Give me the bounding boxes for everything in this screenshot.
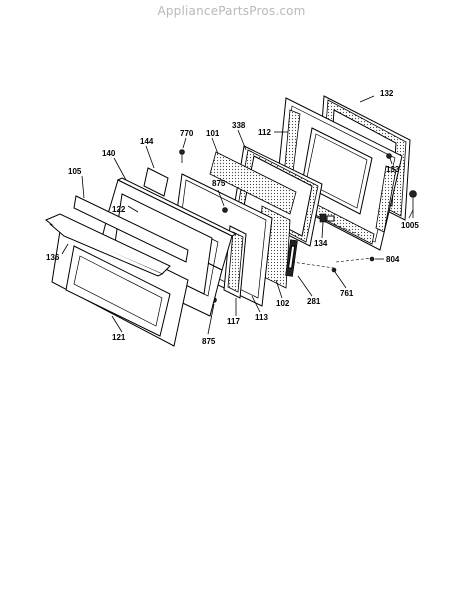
callout-875-bottom: 875 [202, 337, 216, 346]
part-804-screw [369, 256, 375, 262]
part-770-screw [179, 149, 185, 163]
callout-281: 281 [307, 297, 321, 306]
part-136-door-handle [45, 213, 171, 277]
part-144-vent [143, 167, 169, 197]
leader-lines [61, 95, 414, 335]
callout-1005: 1005 [401, 221, 419, 230]
callout-117: 117 [227, 317, 240, 326]
callout-133: 133 [386, 165, 400, 174]
callout-122: 122 [112, 205, 126, 214]
part-875-clip-top [222, 207, 228, 213]
part-281-hinge [285, 239, 298, 277]
watermark-text: AppliancePartsPros.com [157, 4, 306, 18]
callout-144: 144 [140, 137, 154, 146]
part-1005-fastener [409, 190, 417, 218]
callout-875-top: 875 [212, 179, 226, 188]
callout-338: 338 [232, 121, 246, 130]
callout-761: 761 [340, 289, 354, 298]
callout-121: 121 [112, 333, 126, 342]
callout-804: 804 [386, 255, 400, 264]
callout-101: 101 [206, 129, 220, 138]
callout-105: 105 [68, 167, 82, 176]
part-105-top-trim [73, 195, 189, 263]
callout-102: 102 [276, 299, 290, 308]
callout-134: 134 [314, 239, 328, 248]
part-133-screw [386, 153, 392, 159]
part-101-insulation [209, 151, 297, 215]
callout-136: 136 [46, 253, 60, 262]
callout-labels: 132 112 338 101 770 144 140 105 875 133 … [46, 89, 419, 346]
callout-770: 770 [180, 129, 194, 138]
callout-112: 112 [258, 128, 271, 137]
part-761-screw [331, 267, 337, 273]
callout-113: 113 [255, 313, 268, 322]
callout-140: 140 [102, 149, 116, 158]
callout-132: 132 [380, 89, 394, 98]
